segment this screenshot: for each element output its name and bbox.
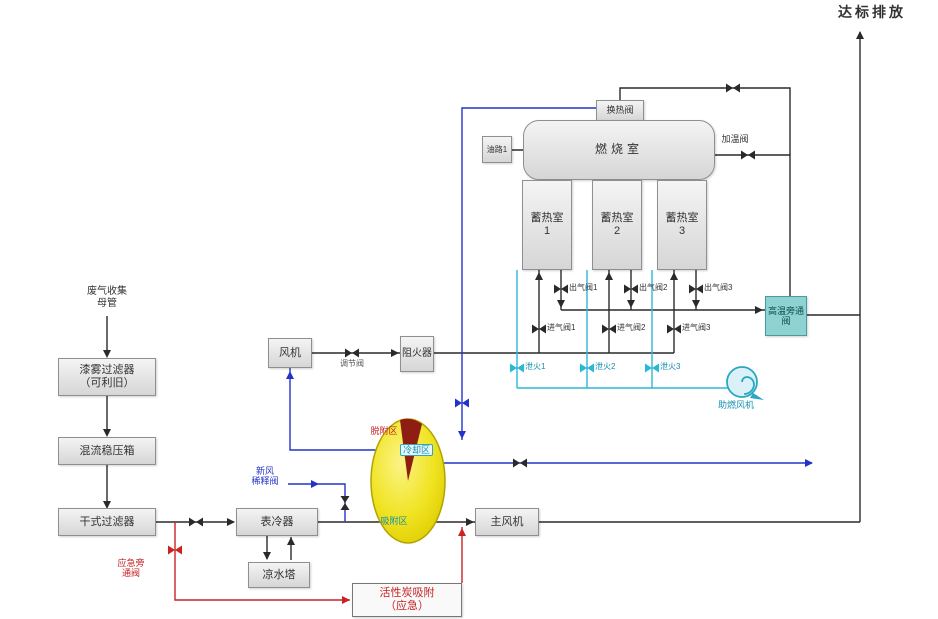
heat-exchange-valve-label: 换热阀: [606, 105, 634, 116]
flame-arrester: 阻火器: [400, 336, 434, 372]
flame-arrester-label: 阻火器: [402, 348, 432, 360]
outlet-valve-3-label: 出气阀3: [704, 283, 733, 292]
regenerator-2-label: 蓄热室: [600, 212, 634, 225]
waste-gas-collect-label: 废气收集 母管: [74, 286, 140, 309]
cooling-tower: 凉水塔: [248, 562, 310, 588]
fresh-air-line1: 新风: [255, 466, 274, 476]
regenerator-2: 蓄热室 2: [592, 180, 642, 270]
combustion-fan-icon: [726, 366, 764, 400]
cooling-zone-label: 冷却区: [400, 444, 434, 457]
paint-mist-filter-note: （可利旧）: [79, 377, 135, 389]
warming-valve-label: 加温阀: [721, 134, 749, 144]
cyan-purge-lines: [516, 270, 731, 389]
inlet-valve-3-label: 进气阀3: [682, 323, 711, 332]
main-fan: 主风机: [475, 508, 539, 536]
activated-carbon-unit: 活性炭吸附 （应急）: [352, 583, 462, 617]
emergency-bypass-label: 应急旁通阀: [117, 558, 145, 579]
dry-filter-label: 干式过滤器: [79, 515, 135, 528]
purge-valve-2-label: 泄火2: [595, 362, 616, 371]
desorption-zone-label: 脱附区: [370, 426, 398, 436]
desorption-fan-label: 风机: [279, 346, 301, 359]
activated-carbon-note: （应急）: [385, 600, 429, 612]
waste-gas-collect-line1: 废气收集: [87, 286, 127, 297]
paint-mist-filter-label: 漆雾过滤器: [79, 364, 135, 377]
regenerator-3-label: 蓄热室: [665, 212, 699, 225]
combustion-chamber-label: 燃烧室: [594, 142, 643, 157]
adsorption-zone-label: 吸附区: [380, 516, 408, 526]
outlet-valve-2-label: 出气阀2: [639, 283, 668, 292]
mixing-pressure-box: 混流稳压箱: [58, 437, 156, 465]
outlet-valve-1-label: 出气阀1: [569, 283, 598, 292]
hot-bypass-label: 高温旁通阀: [767, 305, 804, 326]
blue-desorption-lines: [288, 107, 812, 522]
burner-label: 油路1: [486, 144, 508, 154]
purge-valve-1-label: 泄火1: [525, 362, 546, 371]
dry-filter: 干式过滤器: [58, 508, 156, 536]
fresh-air-dilution-valve-label: 新风 稀释阀: [244, 466, 286, 487]
regenerator-1: 蓄热室 1: [522, 180, 572, 270]
hot-bypass-unit: 高温旁通阀: [765, 296, 807, 336]
cooling-tower-label: 凉水塔: [262, 568, 296, 581]
activated-carbon-label: 活性炭吸附: [379, 587, 435, 600]
combustion-chamber: 燃烧室: [523, 120, 715, 180]
combustion-fan-label: 助燃风机: [717, 400, 754, 410]
surface-cooler: 表冷器: [236, 508, 318, 536]
main-fan-label: 主风机: [490, 515, 524, 528]
regenerator-1-label: 蓄热室: [530, 212, 564, 225]
paint-mist-filter: 漆雾过滤器 （可利旧）: [58, 358, 156, 396]
regenerator-1-num: 1: [543, 225, 551, 237]
waste-gas-collect-line2: 母管: [97, 297, 117, 309]
surface-cooler-label: 表冷器: [260, 515, 294, 528]
desorption-fan: 风机: [268, 338, 312, 368]
control-valve-label: 调节阀: [340, 359, 364, 368]
inlet-valve-1-label: 进气阀1: [547, 323, 576, 332]
flow-arrow-icons: [103, 31, 864, 560]
purge-valve-3-label: 泄火3: [660, 362, 681, 371]
regenerator-3-num: 3: [678, 225, 686, 237]
black-pipes: [106, 32, 861, 560]
inlet-valve-2-label: 进气阀2: [617, 323, 646, 332]
heat-exchange-valve: 换热阀: [596, 100, 644, 121]
regenerator-2-num: 2: [613, 225, 621, 237]
stack-outlet-label: 达标排放: [838, 4, 906, 20]
red-emergency-lines: [174, 522, 463, 601]
burner-unit: 油路1: [482, 136, 512, 163]
fresh-air-line2: 稀释阀: [251, 476, 279, 487]
regenerator-3: 蓄热室 3: [657, 180, 707, 270]
mixing-pressure-box-label: 混流稳压箱: [79, 444, 135, 457]
